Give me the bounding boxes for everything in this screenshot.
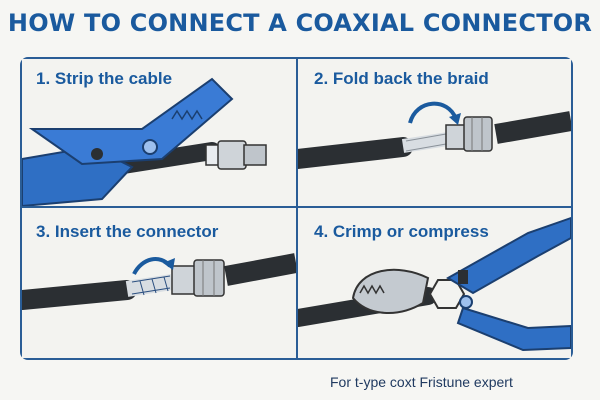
step-2-label: 2. Fold back the braid <box>314 69 489 88</box>
step-panel-4: 4. Crimp or compress <box>298 208 571 358</box>
step-1-label: 1. Strip the cable <box>36 69 173 88</box>
cable-stripper-icon <box>22 77 267 206</box>
step-panel-1: 1. Strip the cable <box>22 59 296 206</box>
horizontal-divider <box>20 206 573 208</box>
step-3-label: 3. Insert the connector <box>36 222 219 241</box>
coax-braid-icon <box>298 101 571 169</box>
page-title: HOW TO CONNECT A COAXIAL CONNECTOR <box>7 9 593 37</box>
step-panel-2: 2. Fold back the braid <box>298 59 571 206</box>
step-panel-3: 3. Insert the connector <box>22 208 296 358</box>
footer-note: For t-ype coxt Fristune expert <box>330 374 513 390</box>
step-4-label: 4. Crimp or compress <box>314 222 489 241</box>
vertical-divider <box>296 57 298 360</box>
crimping-pliers-icon <box>298 216 571 352</box>
coax-connector-icon <box>22 253 296 310</box>
